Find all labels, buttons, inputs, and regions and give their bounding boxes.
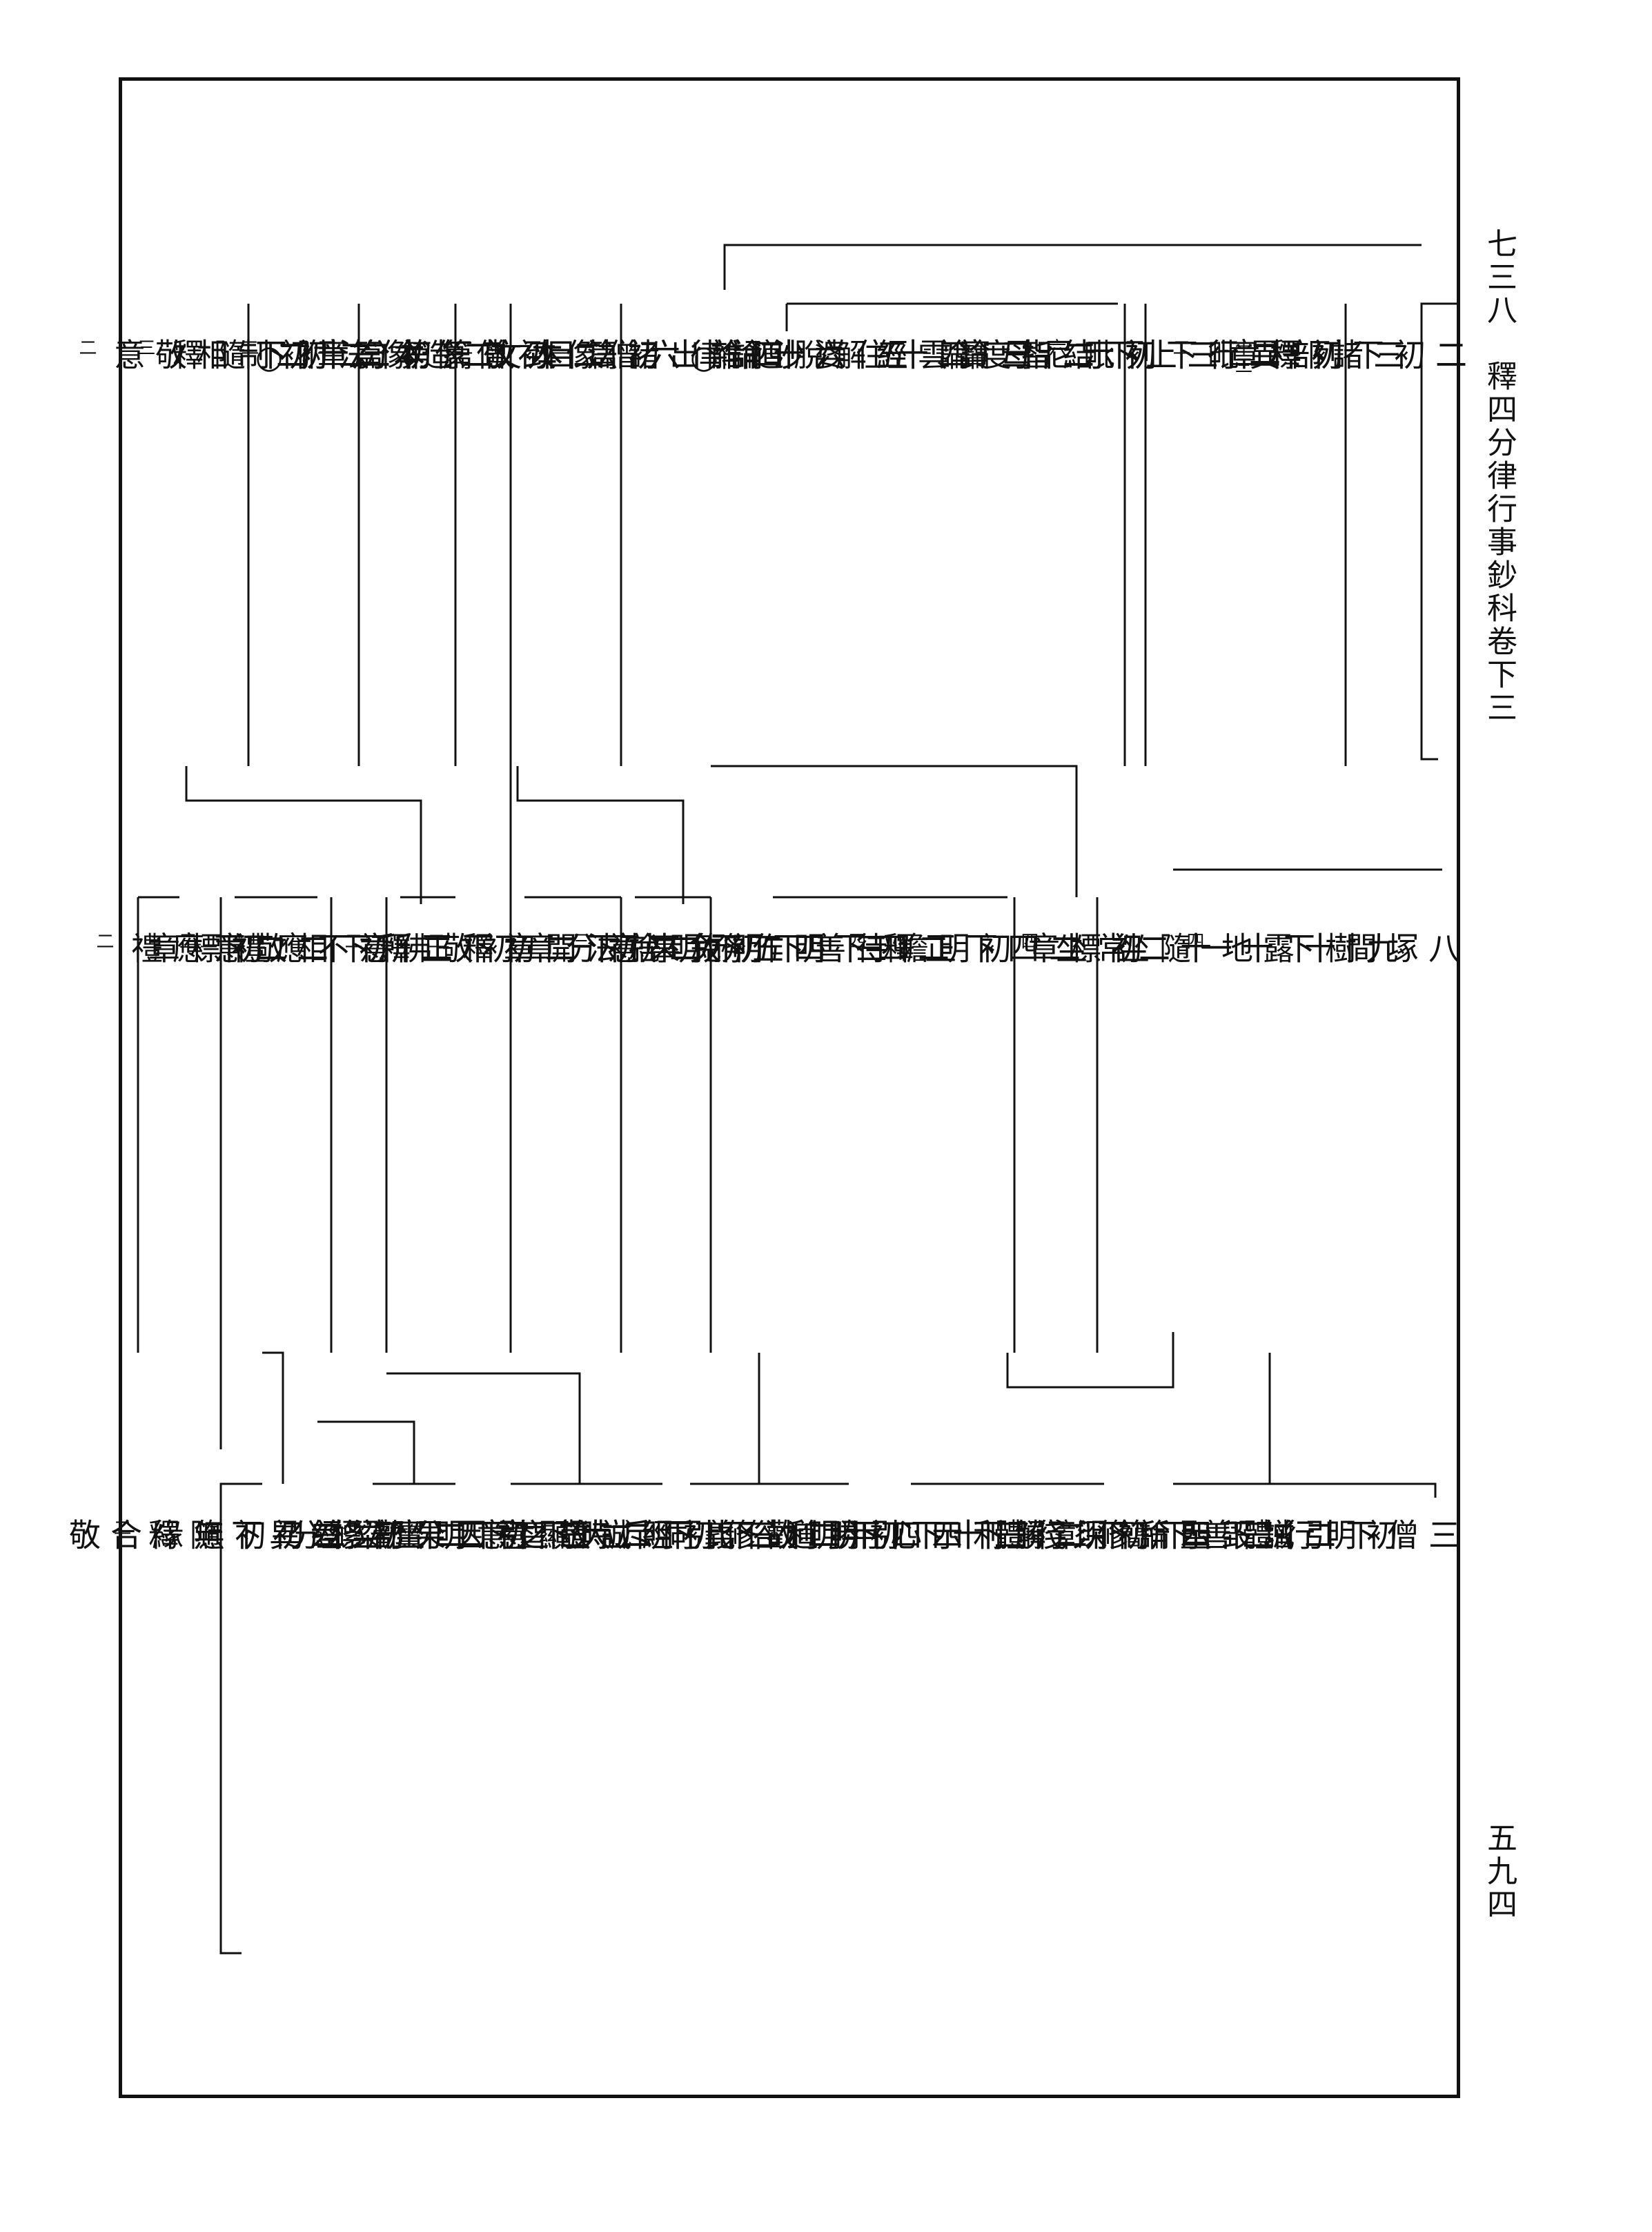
outline-entry: 五解脫道論 bbox=[706, 338, 909, 393]
outline-entry: 三僧下引誡毀聖 bbox=[1175, 1518, 1461, 1565]
volume-title: 七三八 釋四分律行事鈔科卷下三 bbox=[1482, 228, 1517, 725]
outline-entry: 二本文二 bbox=[452, 338, 605, 393]
outline-entry: 二初下列釋十三 bbox=[1232, 338, 1468, 393]
outline-entry: 三智下明坐立差異 bbox=[264, 1518, 591, 1550]
outline-entry: 三寶雲經 bbox=[872, 338, 1033, 393]
outline-entry: 初無緣合敬 bbox=[64, 1518, 267, 1578]
outline-entry: 初標章 bbox=[1023, 932, 1143, 1012]
outline-entry: 二初下正釋二 bbox=[342, 932, 578, 987]
outline-entry: 初敬佛意 bbox=[354, 932, 515, 991]
outline-entry: 二寶梁經 bbox=[306, 1518, 467, 1598]
outline-entry: 二毗下列示六 bbox=[1045, 338, 1281, 393]
outline-entry: 二初下隨釋三 bbox=[135, 338, 371, 393]
outline-entry: 初明立敬之意 bbox=[471, 1518, 716, 1565]
outline-entry: 初標分 bbox=[285, 1518, 405, 1640]
outline-entry: 二造像法附○ bbox=[250, 338, 495, 399]
outline-entry: 十露地四 bbox=[1183, 932, 1337, 1019]
outline-entry: 初不應禮二 bbox=[197, 932, 391, 991]
outline-entry: 初標章 bbox=[1223, 338, 1344, 393]
outline-entry: 初明道俗義同 bbox=[658, 1518, 902, 1565]
outline-entry: 三諸部異行二 bbox=[1170, 338, 1406, 393]
outline-entry: 初明行體 bbox=[989, 1518, 1150, 1592]
outline-entry: 四論下彰勝利 bbox=[968, 1518, 1212, 1565]
outline-entry: 初四分部 bbox=[368, 1518, 529, 1578]
outline-entry: 三比下斥時顯意 bbox=[492, 1518, 778, 1557]
outline-entry: 初明瞻待 bbox=[851, 932, 1012, 987]
outline-entry: 初分章 bbox=[520, 932, 640, 1012]
outline-entry: 二所下相敬意三 bbox=[176, 932, 453, 987]
outline-entry: 三善下明免事 bbox=[644, 932, 888, 987]
outline-entry: 八塚間 bbox=[1341, 932, 1461, 1039]
outline-entry: 初制相敬意二 bbox=[76, 338, 312, 393]
outline-entry: 三十下引勝利 bbox=[782, 1518, 1026, 1565]
outline-entry: 二初下隨釋二 bbox=[110, 1518, 346, 1578]
outline-entry: 三上下結指 bbox=[1016, 338, 1219, 393]
outline-entry: 二就下開章釋二 bbox=[424, 932, 702, 987]
outline-entry: 六十誦律 bbox=[685, 338, 847, 393]
chapter-heading: ○六僧像致敬篇第二十二二 bbox=[238, 338, 722, 375]
outline-entry: 初毗尼母論 bbox=[954, 338, 1157, 393]
outline-entry: 九樹下 bbox=[1279, 932, 1399, 1019]
outline-entry: 四雜出諸法二 bbox=[549, 338, 785, 393]
outline-entry: 二四下明作務 bbox=[706, 932, 950, 987]
outline-entry: 初明行體 bbox=[1237, 1518, 1399, 1592]
outline-entry: 二智度論 bbox=[934, 338, 1095, 393]
outline-entry: 初篇目 bbox=[540, 338, 660, 393]
outline-entry: 四四下明勸修 bbox=[720, 1518, 964, 1565]
outline-entry: 初標章 bbox=[144, 932, 264, 1053]
outline-entry: 二二下應禮二 bbox=[93, 932, 329, 987]
outline-entry: 四五下明捨法 bbox=[582, 932, 826, 987]
outline-entry: 初敘來意三 bbox=[569, 932, 764, 991]
outline-entry: 二解下示心用 bbox=[844, 1518, 1088, 1565]
page-frame bbox=[119, 77, 1460, 2098]
page-number: 五九四 bbox=[1482, 1822, 1517, 1921]
outline-entry: 二四下正釋四 bbox=[845, 932, 1081, 987]
outline-entry: 十一隨坐 bbox=[1113, 932, 1275, 987]
outline-entry: 十二常坐四 bbox=[1018, 932, 1212, 987]
outline-entry: 初僧像本篇二 bbox=[314, 338, 550, 393]
outline-entry: 二故下引經誠證 bbox=[554, 1518, 840, 1557]
outline-entry: 三善下簡深淺 bbox=[1030, 1518, 1275, 1565]
outline-entry: 二大下引因果勸修 bbox=[326, 1518, 653, 1550]
outline-entry: 初分章 bbox=[313, 338, 433, 418]
outline-entry: 二增下示所修 bbox=[1092, 1518, 1337, 1565]
outline-entry: 四十住婆沙論 bbox=[727, 338, 971, 377]
